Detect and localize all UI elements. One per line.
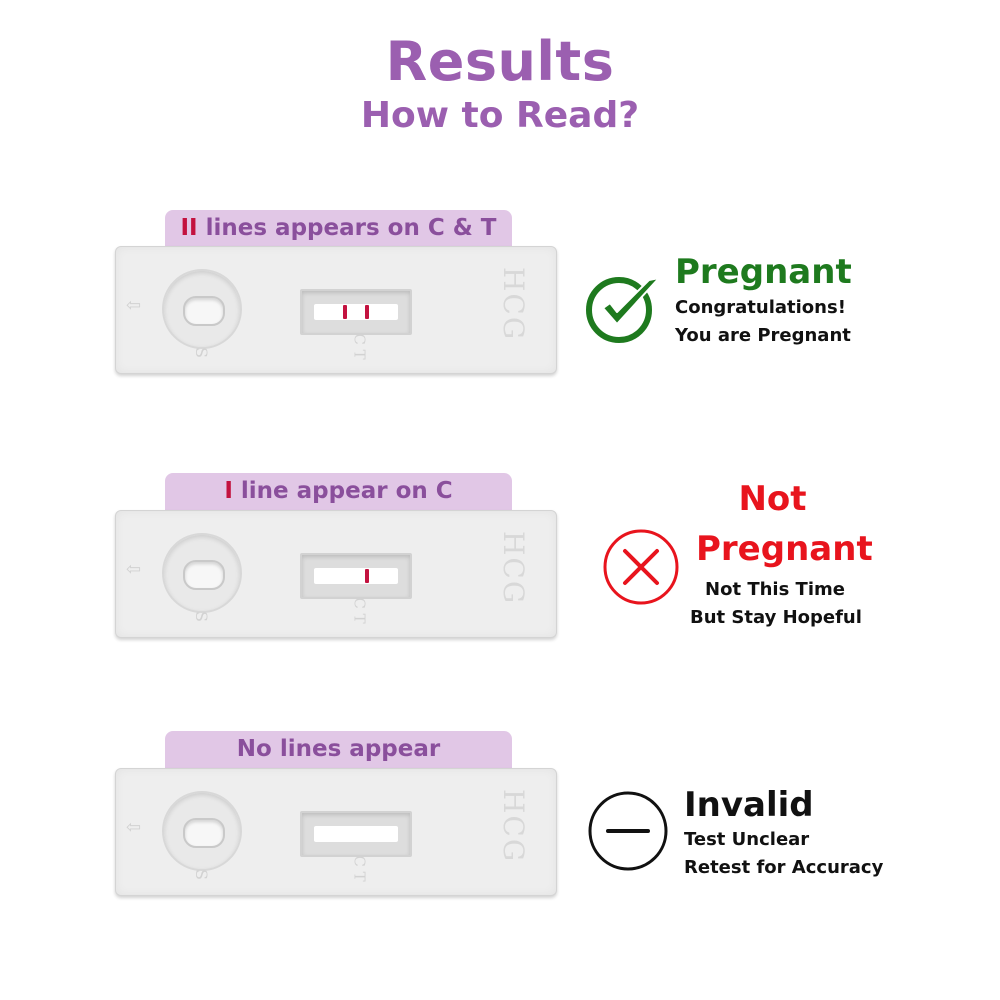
c-line bbox=[365, 569, 369, 583]
hcg-label: HCG bbox=[497, 789, 530, 864]
page-subtitle: How to Read? bbox=[360, 95, 640, 136]
arrow-mark-icon: ⇦ bbox=[126, 817, 142, 838]
result-line-1: Congratulations! bbox=[675, 297, 846, 318]
sample-well-inner bbox=[183, 296, 225, 326]
t-line bbox=[343, 305, 347, 319]
line-count-mark: I bbox=[224, 478, 233, 504]
result-row-pregnant: II lines appears on C & T ⇦ S C T HCG Pr… bbox=[0, 210, 1000, 430]
c-line bbox=[365, 305, 369, 319]
ct-mark: C T bbox=[350, 333, 369, 360]
result-line-2: Retest for Accuracy bbox=[684, 857, 884, 878]
result-line-1: Test Unclear bbox=[684, 829, 810, 850]
sample-well bbox=[162, 269, 242, 349]
x-circle-icon bbox=[603, 529, 679, 605]
page-title: Results bbox=[385, 30, 615, 93]
tab-label: lines appears on C & T bbox=[197, 215, 497, 241]
result-line-2: You are Pregnant bbox=[675, 325, 851, 346]
result-tab: I line appear on C bbox=[165, 473, 512, 513]
result-title: Invalid bbox=[684, 785, 814, 825]
hcg-label: HCG bbox=[497, 267, 530, 342]
test-strip bbox=[314, 826, 398, 842]
sample-well bbox=[162, 791, 242, 871]
result-title: Pregnant bbox=[675, 252, 852, 292]
tab-label: No lines appear bbox=[236, 736, 441, 762]
result-tab: II lines appears on C & T bbox=[165, 210, 512, 250]
s-mark: S bbox=[191, 869, 211, 880]
result-tab: No lines appear bbox=[165, 731, 512, 771]
result-line-2: But Stay Hopeful bbox=[690, 607, 862, 628]
check-circle-icon bbox=[586, 277, 660, 343]
sample-well-inner bbox=[183, 818, 225, 848]
test-cassette: ⇦ S C T HCG bbox=[115, 768, 557, 896]
arrow-mark-icon: ⇦ bbox=[126, 295, 142, 316]
result-window bbox=[300, 289, 412, 335]
s-mark: S bbox=[191, 611, 211, 622]
result-window bbox=[300, 553, 412, 599]
result-line-1: Not This Time bbox=[705, 579, 845, 600]
hcg-label: HCG bbox=[497, 531, 530, 606]
line-count-mark: II bbox=[180, 215, 198, 241]
result-title-line-1: Not bbox=[738, 479, 807, 519]
test-strip bbox=[314, 568, 398, 584]
minus-circle-icon bbox=[588, 791, 668, 871]
ct-mark: C T bbox=[350, 855, 369, 882]
result-row-not-pregnant: I line appear on C ⇦ S C T HCG Not Pregn… bbox=[0, 473, 1000, 693]
result-row-invalid: No lines appear ⇦ S C T HCG Invalid Test… bbox=[0, 731, 1000, 951]
ct-mark: C T bbox=[350, 597, 369, 624]
tab-label: line appear on C bbox=[232, 478, 453, 504]
arrow-mark-icon: ⇦ bbox=[126, 559, 142, 580]
sample-well bbox=[162, 533, 242, 613]
result-window bbox=[300, 811, 412, 857]
result-title-line-2: Pregnant bbox=[696, 529, 873, 569]
s-mark: S bbox=[191, 347, 211, 358]
test-cassette: ⇦ S C T HCG bbox=[115, 510, 557, 638]
test-strip bbox=[314, 304, 398, 320]
sample-well-inner bbox=[183, 560, 225, 590]
test-cassette: ⇦ S C T HCG bbox=[115, 246, 557, 374]
